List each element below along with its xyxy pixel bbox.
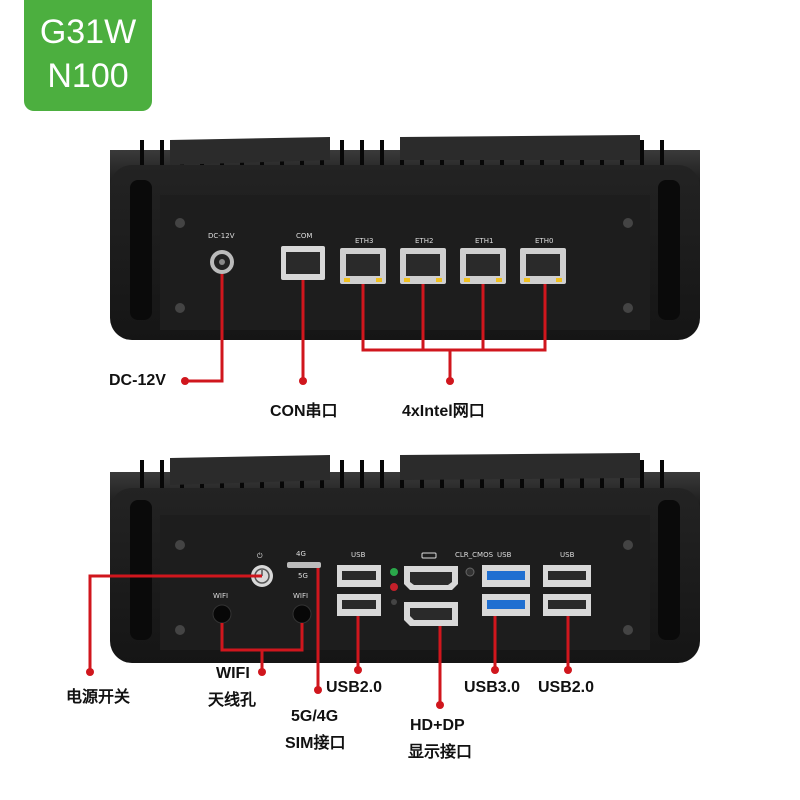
power-symbol: ⏻ [257, 552, 263, 560]
eth0-label: ETH0 [535, 237, 553, 245]
callout-wifi-line2: 天线孔 [208, 692, 257, 709]
com-port [281, 246, 325, 280]
usb2-right-ports [543, 565, 591, 616]
callout-power: 电源开关 [66, 689, 131, 706]
wifi-antenna-hole-left [212, 604, 232, 624]
callout-lan: 4xIntel网口 [402, 403, 485, 420]
callout-sim-line1: 5G/4G [291, 708, 339, 725]
wifi-left-label: WIFI [213, 592, 228, 600]
usb-left-label: USB [351, 551, 366, 559]
status-led-green [390, 568, 398, 576]
usb-right-label: USB [560, 551, 575, 559]
top-callout-lines [185, 274, 547, 383]
displayport-port [404, 602, 458, 626]
usb-mid-label: USB [497, 551, 512, 559]
callout-wifi-line1: WIFI [216, 665, 250, 682]
status-led-off [391, 599, 397, 605]
callout-dc: DC-12V [109, 372, 166, 389]
com-port-label: COM [296, 232, 312, 240]
sim-slot [287, 562, 321, 568]
eth2-port [400, 248, 446, 284]
callout-usb2-right: USB2.0 [538, 679, 595, 696]
model-name: G31W [39, 13, 137, 51]
eth1-port [460, 248, 506, 284]
cpu-name: N100 [47, 57, 129, 95]
eth0-port [520, 248, 566, 284]
4g-label: 4G [296, 550, 306, 558]
usb3-ports [482, 565, 530, 616]
callout-hd-line1: HD+DP [410, 717, 465, 734]
eth2-label: ETH2 [415, 237, 433, 245]
dc-jack [210, 250, 234, 274]
ethernet-ports [340, 248, 566, 284]
hdmi-port [404, 566, 458, 590]
bottom-callout-lines [88, 568, 570, 705]
callout-hd-line2: 显示接口 [408, 744, 473, 761]
clr-cmos-button [465, 567, 475, 577]
wifi-right-label: WIFI [293, 592, 308, 600]
callout-com: CON串口 [270, 403, 338, 420]
eth3-label: ETH3 [355, 237, 373, 245]
top-device: DC-12V COM [110, 135, 700, 340]
eth1-label: ETH1 [475, 237, 493, 245]
5g-label: 5G [298, 572, 308, 580]
model-badge: G31W N100 [24, 0, 152, 111]
usb2-left-ports [337, 565, 381, 616]
wifi-antenna-hole-right [292, 604, 312, 624]
callout-usb3: USB3.0 [464, 679, 521, 696]
status-led-red [390, 583, 398, 591]
bottom-device: ⏻ 4G 5G WIFI WIFI USB [110, 453, 700, 663]
callout-sim-line2: SIM接口 [285, 735, 346, 752]
callout-usb2-left: USB2.0 [326, 679, 383, 696]
clr-cmos-label: CLR_CMOS [455, 551, 494, 559]
eth3-port [340, 248, 386, 284]
dc-port-label: DC-12V [208, 232, 235, 240]
